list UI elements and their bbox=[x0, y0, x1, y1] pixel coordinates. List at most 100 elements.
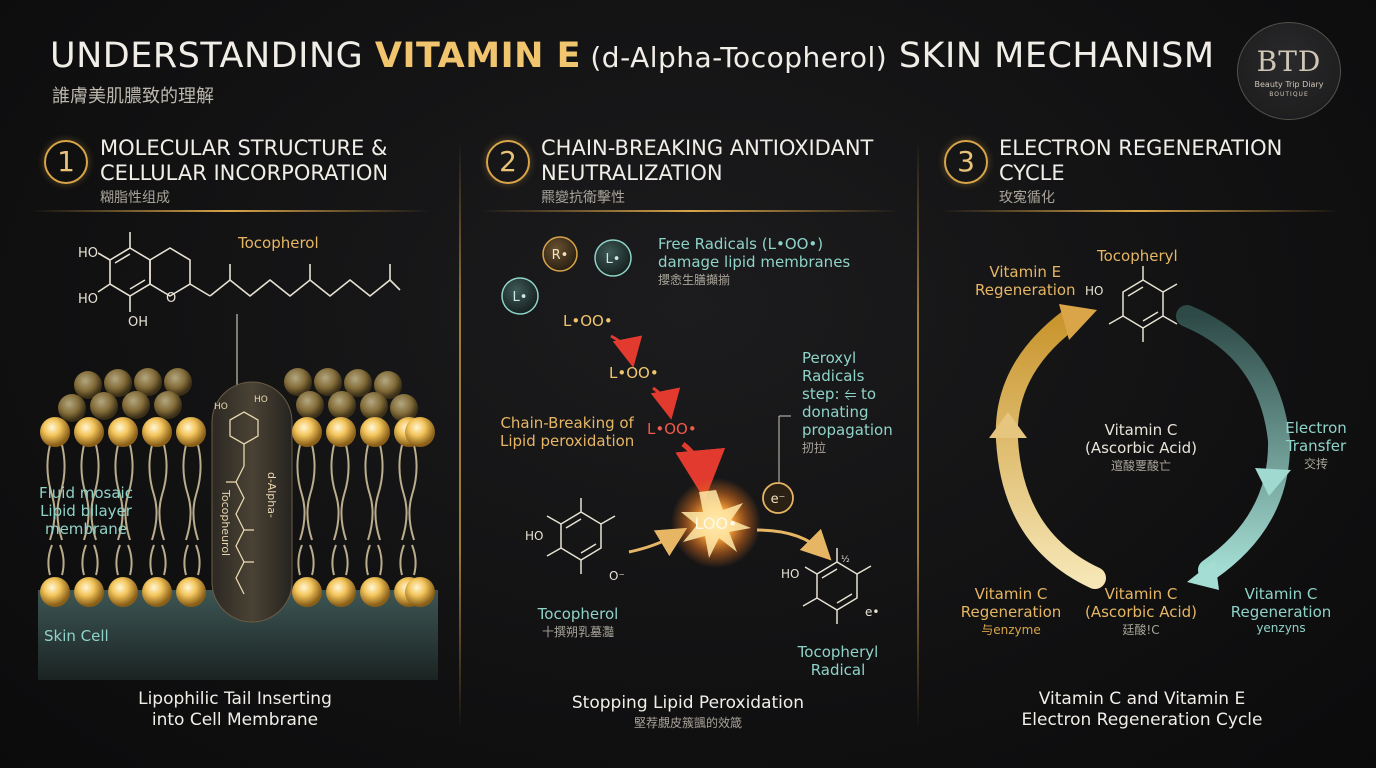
divider-1 bbox=[459, 140, 461, 730]
r-radical-label: R• bbox=[552, 248, 569, 263]
membrane-label-line1: Fluid mosaic bbox=[39, 484, 133, 502]
panel2-caption: Stopping Lipid Peroxidation 堅荐覷皮簇颽的效箴 bbox=[540, 693, 836, 731]
gold-arrow-in bbox=[628, 527, 688, 557]
section-1-cjk: 糊脂性组成 bbox=[100, 190, 170, 206]
chain-breaking-line1: Chain-Breaking of bbox=[500, 414, 634, 432]
panel3-caption-line1: Vitamin C and Vitamin E bbox=[1038, 689, 1246, 709]
red-arrow-2 bbox=[650, 386, 681, 420]
page-title: UNDERSTANDING VITAMIN E (d-Alpha-Tocophe… bbox=[50, 36, 1215, 76]
panel1-caption-line2: into Cell Membrane bbox=[151, 710, 319, 730]
center-vit-c-line2: (Ascorbic Acid) bbox=[1084, 439, 1197, 457]
panel3-caption: Vitamin C and Vitamin E Electron Regener… bbox=[1000, 689, 1284, 731]
bottom-vit-c-line2: (Ascorbic Acid) bbox=[1084, 603, 1197, 621]
electron-transfer-line2: Transfer bbox=[1285, 437, 1347, 455]
vit-e-regen-line2: Regeneration bbox=[975, 281, 1076, 299]
title-prefix: UNDERSTANDING bbox=[50, 36, 375, 76]
panel3-caption-line2: Electron Regeneration Cycle bbox=[1021, 710, 1263, 730]
chain-breaking-line2: Lipid peroxidation bbox=[500, 432, 635, 450]
divider-2 bbox=[917, 140, 919, 730]
right-vit-c-regen-sub: yenzyns bbox=[1256, 621, 1306, 635]
peroxyl-line5: propagation bbox=[802, 421, 893, 439]
red-arrow-3 bbox=[675, 442, 726, 500]
section-3-title-line2: CYCLE bbox=[999, 161, 1065, 185]
tocopherol-molecule bbox=[97, 232, 401, 620]
section-3-title-line1: ELECTRON REGENERATION bbox=[999, 136, 1283, 160]
tocopheryl-top-label: Tocopheryl bbox=[1097, 247, 1178, 265]
gold-arrowhead-top bbox=[1059, 304, 1097, 340]
teal-arrowhead-mid bbox=[1255, 468, 1291, 496]
section-1-title-line2: CELLULAR INCORPORATION bbox=[100, 161, 389, 185]
section-2-title: CHAIN-BREAKING ANTIOXIDANT NEUTRALIZATIO… bbox=[541, 136, 873, 186]
teal-cycle-arc bbox=[1176, 305, 1291, 581]
vit-e-regen-line1: Vitamin E bbox=[989, 263, 1062, 281]
panel2-caption-cjk: 堅荐覷皮簇颽的效箴 bbox=[633, 716, 742, 730]
teal-arrowhead-bottom bbox=[1187, 560, 1219, 590]
section-1-title: MOLECULAR STRUCTURE & CELLULAR INCORPORA… bbox=[100, 136, 388, 186]
right-vit-c-regen-label: Vitamin C Regeneration yenzyns bbox=[1226, 585, 1336, 635]
red-arrow-1 bbox=[610, 334, 643, 368]
skin-cell-label: Skin Cell bbox=[44, 627, 109, 645]
toco-ho2: HO bbox=[78, 292, 98, 307]
membrane-back-row bbox=[58, 368, 418, 422]
section-2-cjk: 羆變抗衛擊性 bbox=[541, 190, 625, 206]
membrane-label-line2: Lipid bilayer bbox=[40, 502, 132, 520]
left-vit-c-regen-label: Vitamin C Regeneration 与enzyme bbox=[956, 585, 1066, 638]
capsule-ho1: HO bbox=[214, 402, 228, 412]
free-radicals-line1: Free Radicals (L•OO•) bbox=[658, 235, 824, 253]
title-parenthetical: (d-Alpha-Tocopherol) bbox=[580, 41, 888, 74]
right-vit-c-regen-line1: Vitamin C bbox=[1244, 585, 1318, 603]
r-radical-bubble bbox=[542, 236, 578, 272]
center-vit-c-cjk: 逭酸覂酸亡 bbox=[1110, 459, 1171, 473]
left-vit-c-regen-line1: Vitamin C bbox=[974, 585, 1048, 603]
membrane-label-line3: membrane bbox=[44, 520, 128, 538]
peroxyl-line4: donating bbox=[802, 403, 869, 421]
panel2-caption-text: Stopping Lipid Peroxidation bbox=[571, 693, 805, 713]
loo-3: L•OO• bbox=[647, 420, 697, 438]
center-vit-c-label: Vitamin C (Ascorbic Acid) 逭酸覂酸亡 bbox=[1078, 421, 1204, 474]
toco-right-ho: HO bbox=[781, 567, 799, 581]
toco-ho1: HO bbox=[78, 246, 98, 261]
panel1-caption-line1: Lipophilic Tail Inserting bbox=[138, 689, 332, 709]
section-2-title-line2: NEUTRALIZATION bbox=[541, 161, 723, 185]
logo-line1: Beauty Trip Diary bbox=[1254, 80, 1324, 89]
section-1-underline bbox=[30, 210, 430, 212]
membrane-top-heads bbox=[40, 417, 435, 447]
vit-e-regen-label: Vitamin E Regeneration bbox=[975, 263, 1076, 299]
membrane-bottom-heads bbox=[40, 577, 435, 607]
tocopheryl-top-ho: HO bbox=[1085, 284, 1103, 298]
electron-label: e⁻ bbox=[771, 492, 786, 507]
loo-burst: LOO• bbox=[695, 514, 738, 533]
title-suffix: SKIN MECHANISM bbox=[887, 36, 1215, 76]
section-1-number: 1 bbox=[44, 140, 88, 184]
tocopheryl-ring-right bbox=[802, 548, 872, 624]
electron-transfer-cjk: 交抟 bbox=[1303, 457, 1328, 471]
toco-right-radical-dot: e• bbox=[865, 605, 879, 619]
section-3-title: ELECTRON REGENERATION CYCLE bbox=[999, 136, 1282, 186]
capsule-ho2: HO bbox=[254, 395, 268, 405]
panel3-illustration: HO bbox=[989, 266, 1291, 590]
electron-transfer-label: Electron Transfer 交抟 bbox=[1280, 419, 1352, 472]
section-3-underline bbox=[940, 210, 1340, 212]
section-2-underline bbox=[480, 210, 900, 212]
free-radicals-cjk: 攖悆生膳攧揃 bbox=[658, 273, 731, 287]
section-3-cjk: 玫寃循化 bbox=[999, 190, 1055, 206]
gold-arrowhead-mid bbox=[989, 412, 1027, 438]
peroxyl-line3: step: ⥢ to bbox=[802, 385, 877, 403]
panel2-illustration: R• L• L• L•OO• L•OO• L•OO• LOO• e⁻ HO O⁻… bbox=[501, 236, 879, 624]
panel1-caption: Lipophilic Tail Inserting into Cell Memb… bbox=[90, 689, 380, 731]
right-vit-c-regen-line2: Regeneration bbox=[1230, 603, 1332, 621]
bottom-vit-c-cjk: 廷酸!C bbox=[1122, 623, 1160, 637]
gold-arrow-out bbox=[756, 528, 832, 561]
toco-o: O bbox=[166, 291, 176, 306]
free-radicals-line2: damage lipid membranes bbox=[658, 253, 851, 271]
toco-left-o-minus: O⁻ bbox=[609, 569, 625, 583]
vitamin-e-capsule bbox=[211, 381, 293, 623]
bottom-vit-c-line1: Vitamin C bbox=[1104, 585, 1178, 603]
bottom-vit-c-label: Vitamin C (Ascorbic Acid) 廷酸!C bbox=[1080, 585, 1202, 638]
l-radical-label-1: L• bbox=[606, 252, 621, 267]
peroxyl-label: Peroxyl Radicals step: ⥢ to donating pro… bbox=[802, 349, 893, 457]
title-accent: VITAMIN E bbox=[374, 36, 581, 76]
l-radical-label-2: L• bbox=[513, 290, 528, 305]
tocopheryl-radical-line2: Radical bbox=[810, 661, 866, 679]
l-radical-bubble-1 bbox=[594, 239, 632, 277]
